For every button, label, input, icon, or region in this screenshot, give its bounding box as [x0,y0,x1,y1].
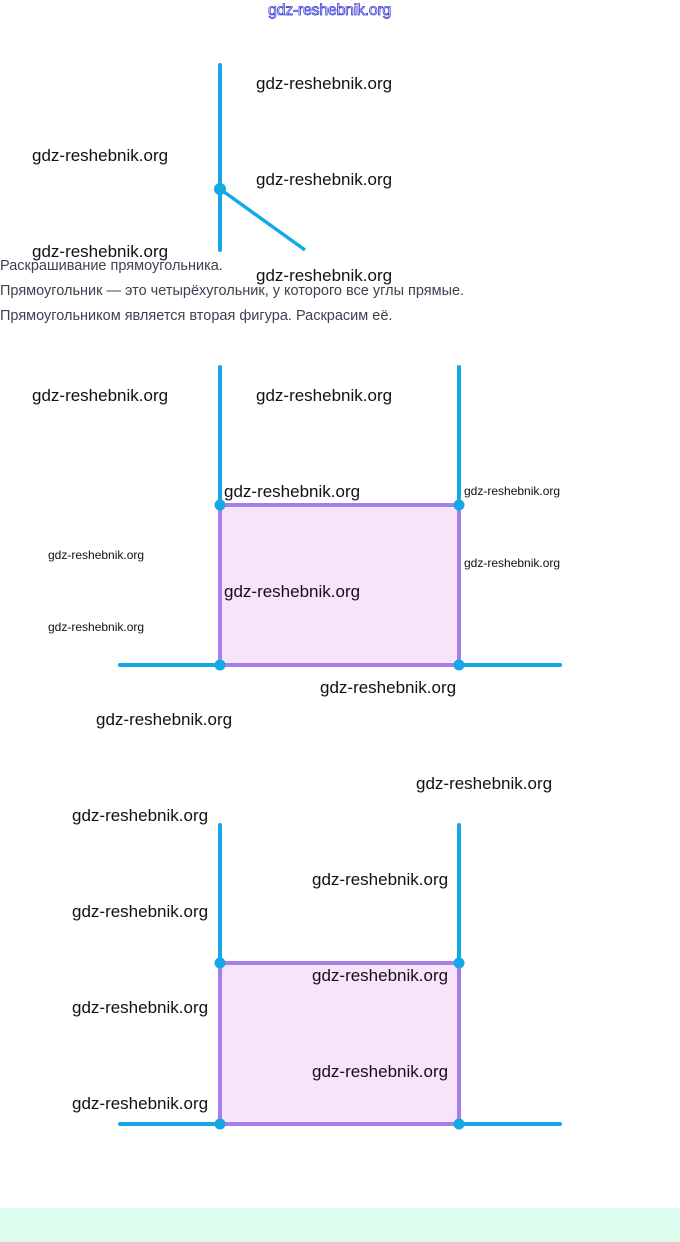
text-line-1: Раскрашивание прямоугольника. [0,258,223,274]
watermark: gdz-reshebnik.org [256,266,393,285]
watermark: gdz-reshebnik.org [256,74,393,93]
watermark: gdz-reshebnik.org [32,146,169,165]
watermark: gdz-reshebnik.org [96,710,233,729]
figure-angle [214,63,307,252]
watermark: gdz-reshebnik.org [312,870,449,889]
watermark: gdz-reshebnik.org [48,620,145,634]
figure-rectangle-colored-2 [118,823,562,1130]
watermark: gdz-reshebnik.org [32,242,169,261]
watermark: gdz-reshebnik.org [72,806,209,825]
watermark: gdz-reshebnik.org [320,678,457,697]
watermark: gdz-reshebnik.org [416,774,553,793]
watermark: gdz-reshebnik.org [48,548,145,562]
watermark: gdz-reshebnik.org [256,386,393,405]
rectangle-fill [218,961,461,1126]
watermark: gdz-reshebnik.org [224,482,361,501]
watermark: gdz-reshebnik.org [224,582,361,601]
header-watermark[interactable]: gdz-reshebnik.org [268,2,392,20]
watermark: gdz-reshebnik.org [72,902,209,921]
watermark: gdz-reshebnik.org [72,998,209,1017]
figure-rectangle-colored [118,365,562,671]
rectangle-fill [218,503,461,667]
watermark: gdz-reshebnik.org [312,966,449,985]
watermark: gdz-reshebnik.org [72,1094,209,1113]
footer-band [0,1208,680,1242]
text-line-2: Прямоугольник — это четырёхугольник, у к… [0,283,465,299]
watermark: gdz-reshebnik.org [256,170,393,189]
watermark: gdz-reshebnik.org [464,484,561,498]
watermark: gdz-reshebnik.org [32,386,169,405]
watermark: gdz-reshebnik.org [464,556,561,570]
vertex-dot [214,183,226,195]
watermark: gdz-reshebnik.org [312,1062,449,1081]
text-line-3: Прямоугольником является вторая фигура. … [0,308,393,324]
